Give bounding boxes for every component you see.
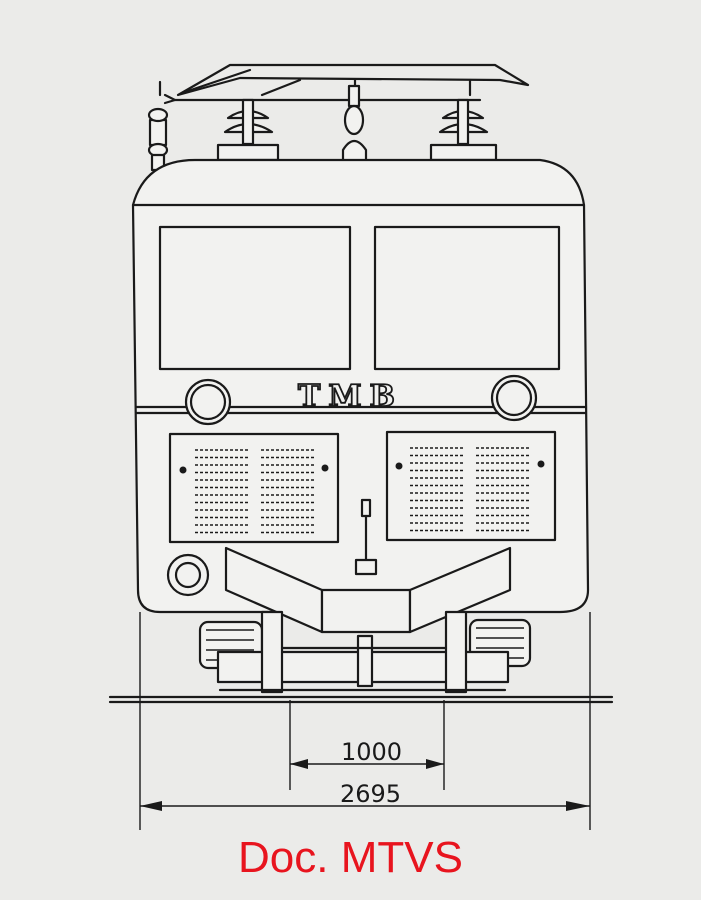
roof-insulators bbox=[147, 84, 498, 172]
document-credit: Doc. MTVS bbox=[238, 833, 463, 882]
right-windshield bbox=[373, 225, 561, 371]
buffer-beam bbox=[224, 546, 512, 634]
pantograph bbox=[158, 63, 530, 105]
dimension-lines: 1000 2695 bbox=[139, 612, 591, 830]
tmb-logo: TMB bbox=[298, 379, 403, 414]
dimension-1000-label: 1000 bbox=[341, 738, 402, 766]
locomotive-body: TMB bbox=[131, 158, 590, 614]
rail-line bbox=[108, 695, 614, 704]
left-windshield bbox=[158, 225, 352, 371]
running-gear bbox=[198, 610, 532, 694]
dimension-2695-label: 2695 bbox=[340, 780, 401, 808]
